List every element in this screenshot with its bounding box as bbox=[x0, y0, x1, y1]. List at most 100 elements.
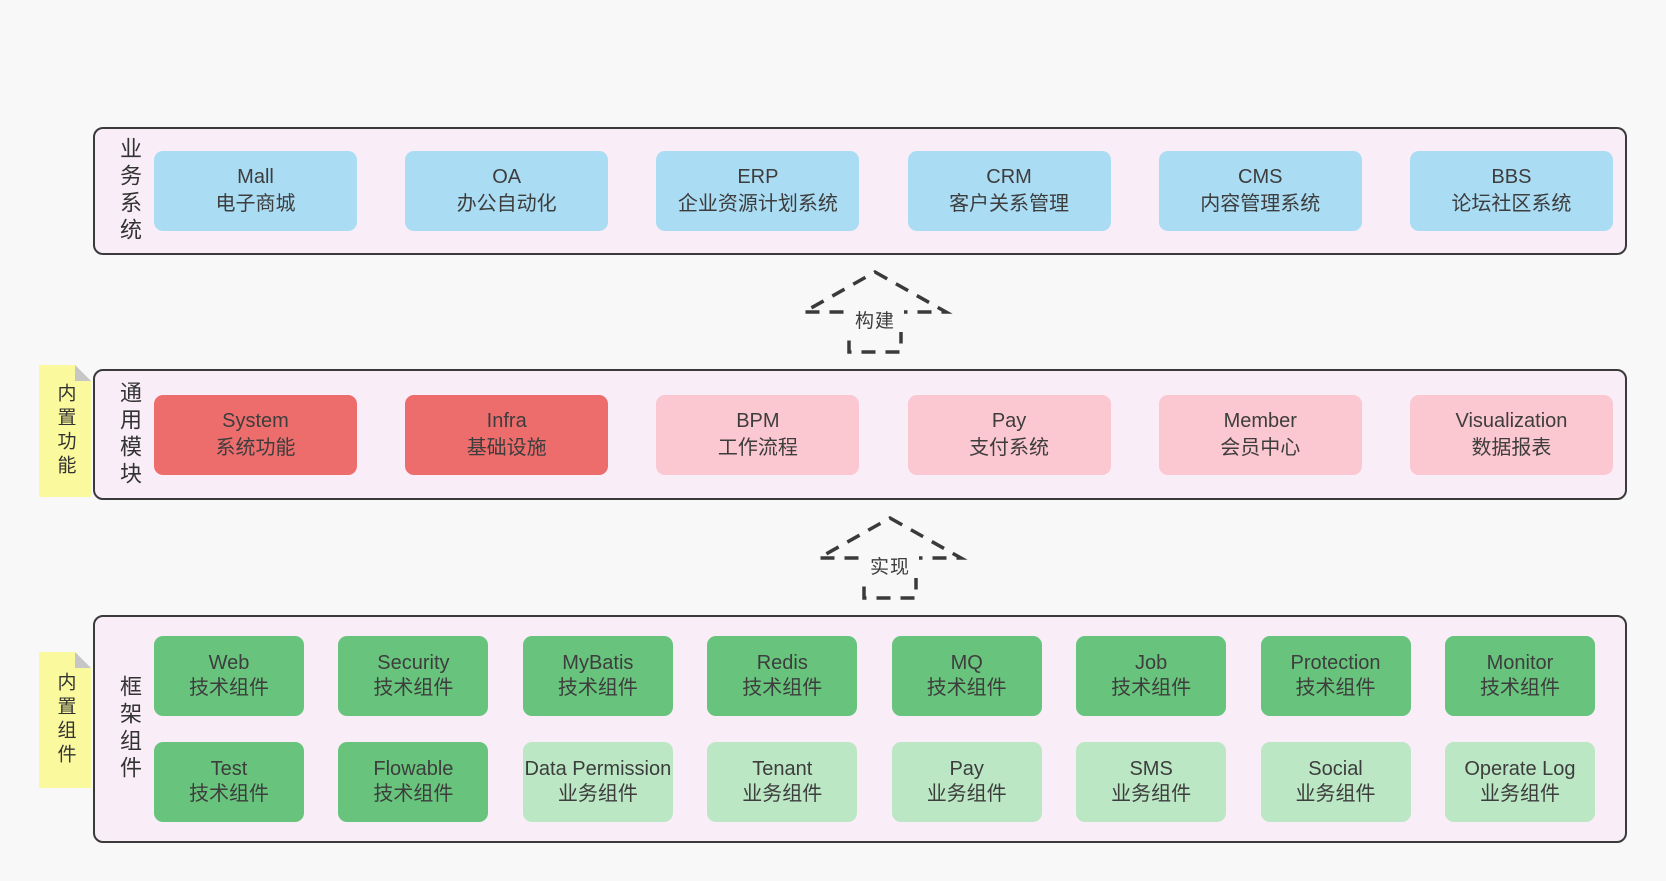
node-title: BPM bbox=[736, 409, 780, 432]
node-title: Data Permission bbox=[524, 758, 672, 780]
node-title: Protection bbox=[1290, 652, 1381, 674]
node-subtitle: 业务组件 bbox=[1295, 783, 1376, 805]
node-subtitle: 工作流程 bbox=[717, 436, 798, 459]
node-subtitle: 业务组件 bbox=[926, 783, 1007, 805]
node-web: Web 技术组件 bbox=[154, 636, 304, 716]
node-title: Job bbox=[1134, 652, 1168, 674]
common-modules-row: System 系统功能 Infra 基础设施 BPM 工作流程 Pay 支付系统… bbox=[154, 371, 1613, 498]
node-subtitle: 技术组件 bbox=[373, 677, 454, 699]
node-job: Job 技术组件 bbox=[1076, 636, 1227, 716]
section-common-modules: 通用模块 System 系统功能 Infra 基础设施 BPM 工作流程 Pay… bbox=[93, 369, 1627, 500]
node-cms: CMS 内容管理系统 bbox=[1158, 151, 1362, 231]
node-oa: OA 办公自动化 bbox=[405, 151, 609, 231]
node-subtitle: 技术组件 bbox=[189, 783, 269, 805]
node-title: Social bbox=[1308, 758, 1363, 780]
node-mall: Mall 电子商城 bbox=[154, 151, 357, 231]
node-bbs: BBS 论坛社区系统 bbox=[1409, 151, 1613, 231]
node-title: OA bbox=[492, 166, 522, 188]
section-business-systems-label: 业务系统 bbox=[117, 137, 142, 245]
node-subtitle: 办公自动化 bbox=[456, 193, 557, 215]
node-social: Social 业务组件 bbox=[1260, 742, 1411, 822]
node-title: Pay bbox=[949, 758, 984, 780]
node-title: BBS bbox=[1491, 166, 1532, 188]
sticky-note-text: 内置组件 bbox=[54, 672, 76, 768]
node-subtitle: 电子商城 bbox=[215, 193, 296, 215]
node-title: Security bbox=[377, 652, 450, 674]
node-title: MyBatis bbox=[562, 652, 634, 674]
node-subtitle: 业务组件 bbox=[1479, 783, 1560, 805]
node-member: Member 会员中心 bbox=[1158, 394, 1362, 475]
section-framework-components-label: 框架组件 bbox=[117, 675, 142, 783]
node-title: Pay bbox=[991, 409, 1027, 432]
arrow-label-build: 构建 bbox=[846, 306, 904, 332]
node-subtitle: 技术组件 bbox=[926, 677, 1007, 699]
node-subtitle: 业务组件 bbox=[742, 783, 823, 805]
arrow-label-implement: 实现 bbox=[861, 552, 919, 578]
node-subtitle: 企业资源计划系统 bbox=[677, 193, 838, 215]
framework-components-row-1: Web 技术组件 Security 技术组件 MyBatis 技术组件 Redi… bbox=[154, 636, 1595, 716]
node-flowable: Flowable 技术组件 bbox=[338, 742, 489, 822]
node-subtitle: 内容管理系统 bbox=[1200, 193, 1321, 215]
node-title: Infra bbox=[486, 409, 527, 432]
node-pay: Pay 支付系统 bbox=[907, 394, 1111, 475]
node-data-permission: Data Permission 业务组件 bbox=[522, 742, 673, 822]
node-subtitle: 业务组件 bbox=[557, 783, 638, 805]
node-visualization: Visualization 数据报表 bbox=[1409, 394, 1613, 475]
node-title: Redis bbox=[756, 652, 808, 674]
node-pay-business: Pay 业务组件 bbox=[891, 742, 1042, 822]
node-title: Web bbox=[208, 652, 250, 674]
node-subtitle: 业务组件 bbox=[1111, 783, 1192, 805]
sticky-note-built-in-features: 内置功能 bbox=[39, 365, 91, 497]
node-title: Monitor bbox=[1486, 652, 1554, 674]
node-redis: Redis 技术组件 bbox=[707, 636, 858, 716]
section-business-systems: 业务系统 Mall 电子商城 OA 办公自动化 ERP 企业资源计划系统 CRM… bbox=[93, 127, 1627, 255]
node-title: System bbox=[222, 409, 289, 432]
node-subtitle: 论坛社区系统 bbox=[1451, 193, 1572, 215]
node-title: Operate Log bbox=[1464, 758, 1576, 780]
section-framework-components: 框架组件 Web 技术组件 Security 技术组件 MyBatis 技术组件… bbox=[93, 615, 1627, 843]
node-mybatis: MyBatis 技术组件 bbox=[522, 636, 673, 716]
node-title: Member bbox=[1223, 409, 1297, 432]
node-crm: CRM 客户关系管理 bbox=[907, 151, 1111, 231]
node-subtitle: 技术组件 bbox=[742, 677, 823, 699]
business-systems-row: Mall 电子商城 OA 办公自动化 ERP 企业资源计划系统 CRM 客户关系… bbox=[154, 129, 1613, 253]
node-monitor: Monitor 技术组件 bbox=[1444, 636, 1595, 716]
section-common-modules-label: 通用模块 bbox=[117, 380, 142, 489]
node-mq: MQ 技术组件 bbox=[891, 636, 1042, 716]
node-subtitle: 技术组件 bbox=[1295, 677, 1376, 699]
node-erp: ERP 企业资源计划系统 bbox=[656, 151, 860, 231]
node-bpm: BPM 工作流程 bbox=[656, 394, 860, 475]
node-subtitle: 客户关系管理 bbox=[949, 193, 1070, 215]
sticky-note-text: 内置功能 bbox=[54, 383, 76, 479]
arrow-up-implement-icon bbox=[812, 515, 968, 600]
note-fold-corner-icon bbox=[75, 365, 91, 381]
node-title: Flowable bbox=[373, 758, 454, 780]
node-subtitle: 技术组件 bbox=[1479, 677, 1560, 699]
node-test: Test 技术组件 bbox=[154, 742, 304, 822]
node-title: Tenant bbox=[752, 758, 813, 780]
node-subtitle: 基础设施 bbox=[466, 436, 547, 459]
node-subtitle: 技术组件 bbox=[1111, 677, 1192, 699]
sticky-note-built-in-components: 内置组件 bbox=[39, 652, 91, 788]
framework-components-grid: Web 技术组件 Security 技术组件 MyBatis 技术组件 Redi… bbox=[154, 617, 1595, 841]
node-title: MQ bbox=[950, 652, 983, 674]
node-subtitle: 系统功能 bbox=[215, 436, 296, 459]
node-subtitle: 支付系统 bbox=[969, 436, 1050, 459]
node-system: System 系统功能 bbox=[154, 394, 357, 475]
arrow-up-build-icon bbox=[797, 269, 953, 354]
node-subtitle: 会员中心 bbox=[1220, 436, 1301, 459]
node-operate-log: Operate Log 业务组件 bbox=[1444, 742, 1595, 822]
node-title: Mall bbox=[237, 166, 274, 188]
framework-components-row-2: Test 技术组件 Flowable 技术组件 Data Permission … bbox=[154, 742, 1595, 822]
node-title: Test bbox=[210, 758, 248, 780]
node-subtitle: 技术组件 bbox=[557, 677, 638, 699]
node-subtitle: 技术组件 bbox=[373, 783, 454, 805]
node-subtitle: 数据报表 bbox=[1471, 436, 1552, 459]
node-title: CMS bbox=[1238, 166, 1283, 188]
node-title: SMS bbox=[1129, 758, 1173, 780]
node-title: CRM bbox=[986, 166, 1032, 188]
node-protection: Protection 技术组件 bbox=[1260, 636, 1411, 716]
node-title: ERP bbox=[737, 166, 779, 188]
node-tenant: Tenant 业务组件 bbox=[707, 742, 858, 822]
